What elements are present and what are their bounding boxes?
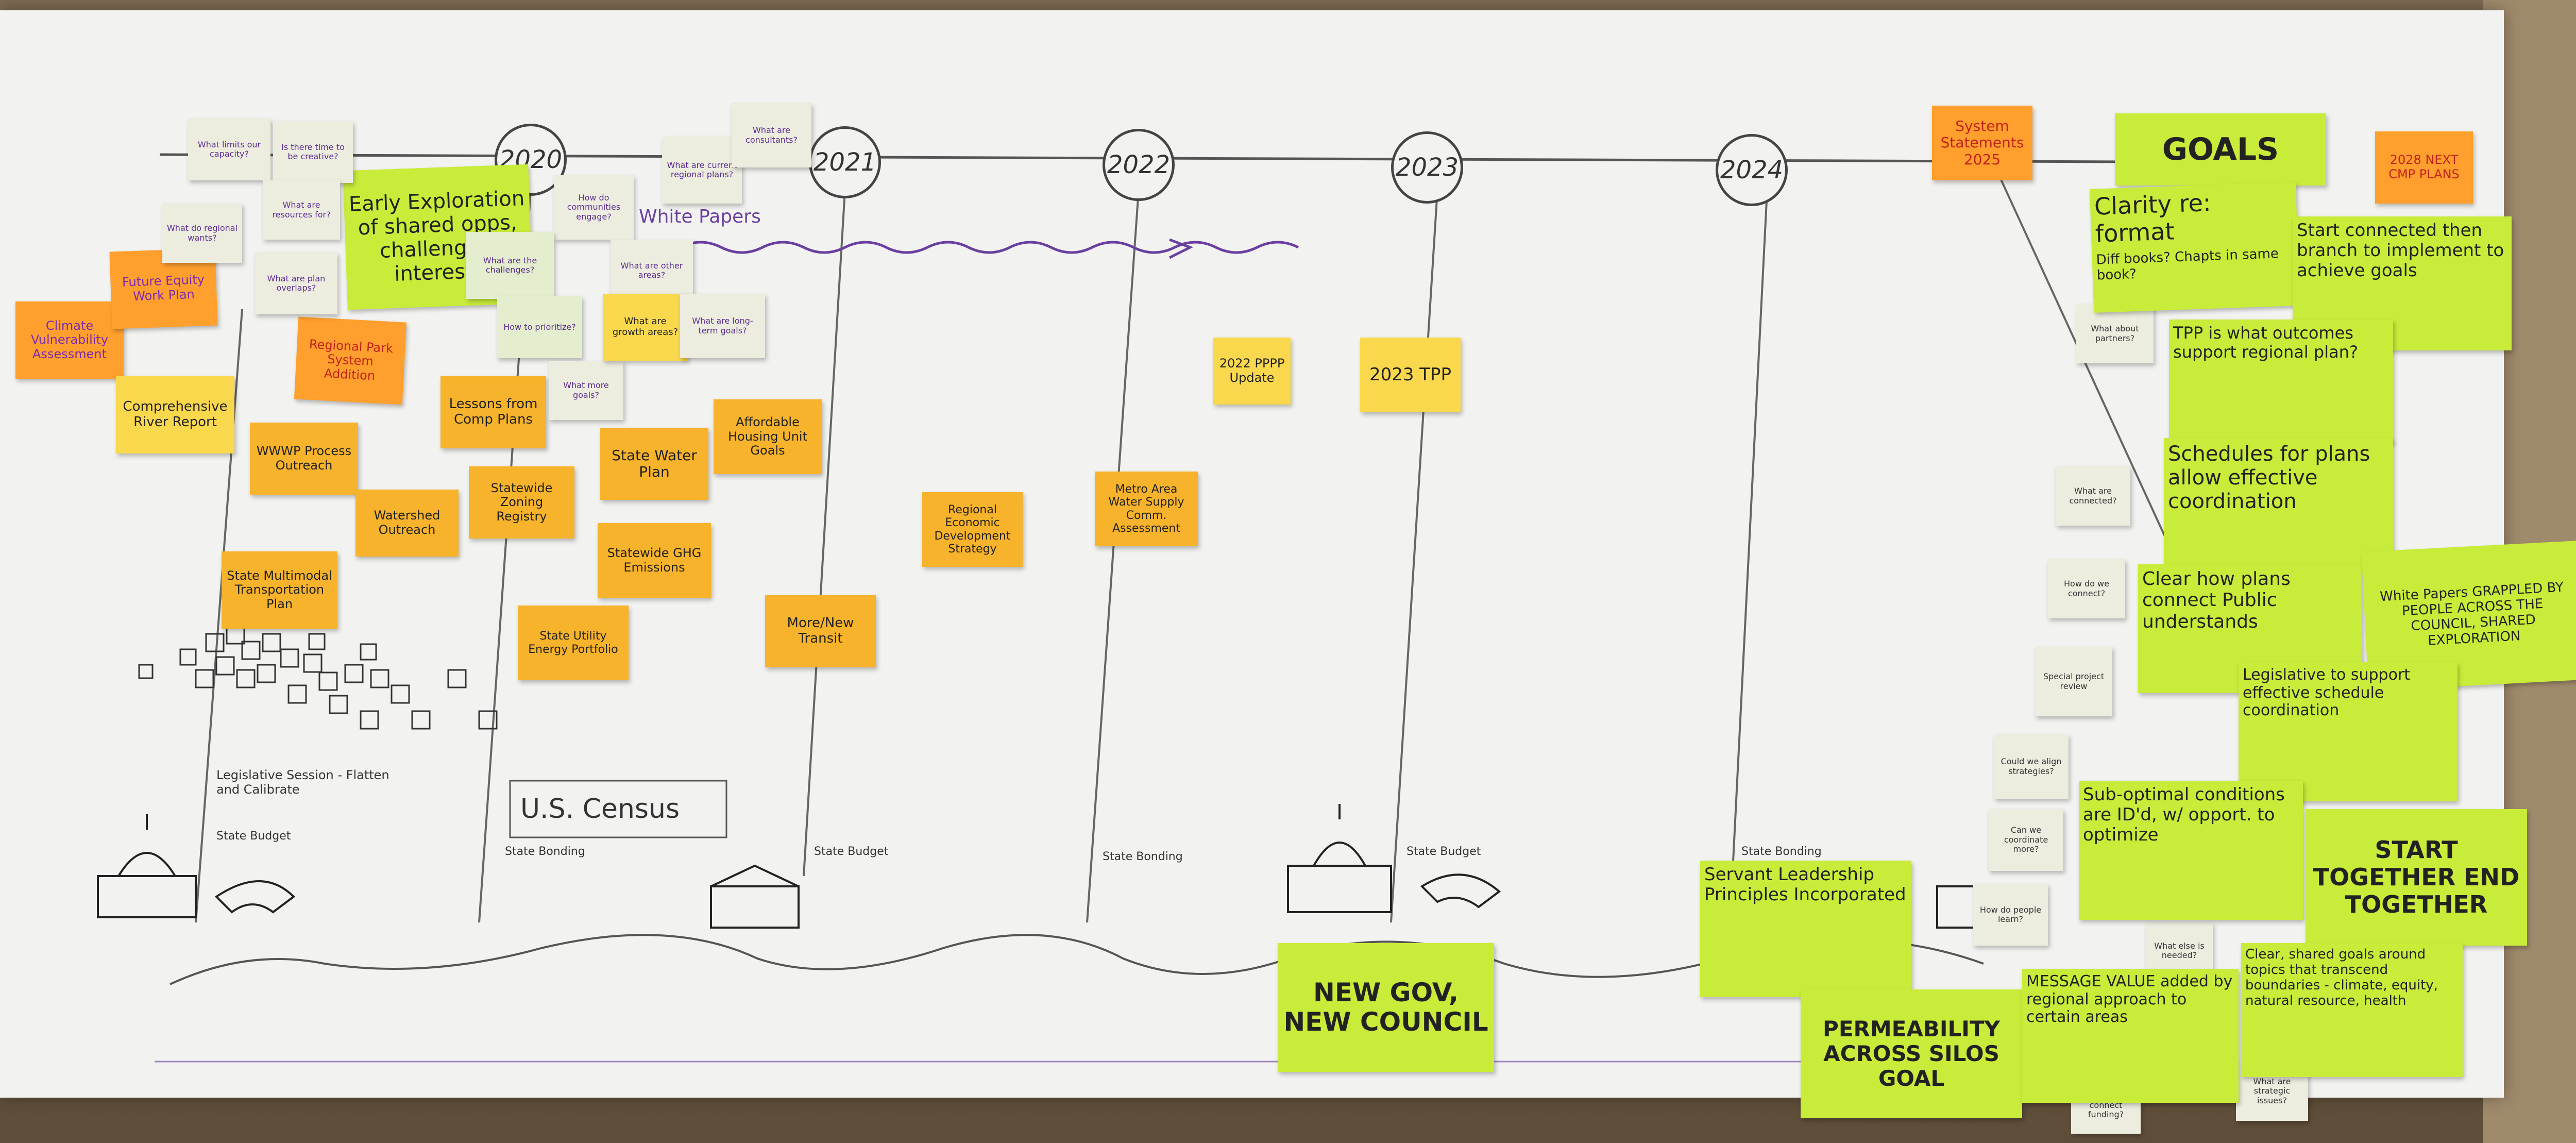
year-circle-2021: 2021	[809, 126, 881, 198]
note-tpp-2023: 2023 TPP	[1360, 338, 1461, 412]
note-tpp-is: TPP is what outcomes support regional pl…	[2169, 320, 2393, 443]
note-pppp-2022: 2022 PPPP Update	[1213, 338, 1291, 405]
note-lessons-comp: Lessons from Comp Plans	[440, 376, 546, 448]
note-clarity: Clarity re: format Diff books? Chapts in…	[2089, 182, 2300, 313]
sketch-squares	[138, 625, 498, 730]
state-bonding-label: State Bonding	[1741, 845, 1822, 858]
question-note: How to prioritize?	[497, 296, 582, 358]
clarity-text: Clarity re: format	[2094, 188, 2212, 248]
question-note: How do we connect?	[2048, 559, 2125, 618]
note-state-multimodal: State Multimodal Transportation Plan	[222, 551, 337, 629]
question-note: Can we coordinate more?	[1989, 809, 2063, 871]
note-message-value: MESSAGE VALUE added by regional approach…	[2022, 969, 2239, 1103]
arrow-head	[1168, 238, 1194, 259]
note-next-cmp: 2028 NEXT CMP PLANS	[2375, 131, 2473, 204]
question-note: What are long-term goals?	[680, 294, 765, 358]
note-more-new-transit: More/New Transit	[765, 595, 876, 667]
legislative-label: Legislative Session - Flatten and Calibr…	[216, 768, 389, 797]
wavy-arrow	[679, 241, 1299, 254]
note-regional-economic: Regional Economic Development Strategy	[922, 492, 1023, 567]
divider-line	[195, 309, 243, 923]
note-legislative-support: Legislative to support effective schedul…	[2239, 662, 2458, 801]
census-box	[509, 780, 727, 838]
ramp-sketch	[214, 873, 1501, 914]
note-system-statements: System Statements 2025	[1932, 106, 2032, 180]
question-note: What are plan overlaps?	[255, 253, 337, 314]
note-watershed-outreach: Watershed Outreach	[355, 490, 459, 557]
note-start-connected: Start connected then branch to implement…	[2293, 216, 2512, 350]
year-circle-2020: 2020	[495, 124, 567, 196]
question-note: Is there time to be creative?	[273, 121, 353, 183]
question-note: What are growth areas?	[603, 294, 688, 361]
question-note: What more goals?	[549, 361, 623, 420]
hills-line	[170, 934, 1984, 985]
note-sub-optimal: Sub-optimal conditions are ID'd, w/ oppo…	[2079, 781, 2303, 920]
question-note: What are connected?	[2056, 466, 2130, 526]
capitol-sketch	[97, 804, 2000, 929]
question-note: What are other areas?	[611, 240, 693, 301]
year-circle-2022: 2022	[1103, 129, 1175, 201]
question-note: How do communities engage?	[554, 175, 634, 240]
note-servant-leadership: Servant Leadership Principles Incorporat…	[1700, 861, 1911, 997]
note-statewide-ghg: Statewide GHG Emissions	[598, 523, 711, 598]
question-note: Special project review	[2035, 647, 2112, 716]
year-circle-2023: 2023	[1391, 131, 1463, 204]
note-climate-vulnerability: Climate Vulnerability Assessment	[15, 301, 124, 379]
divider-line	[803, 190, 846, 877]
note-wwwp-process: WWWP Process Outreach	[250, 423, 358, 495]
goals-title: GOALS	[2115, 113, 2326, 186]
note-permeability: PERMEABILITY ACROSS SILOS GOAL	[1801, 989, 2022, 1118]
state-budget-label: State Budget	[1406, 845, 1481, 858]
note-schedules: Schedules for plans allow effective coor…	[2164, 438, 2393, 567]
question-note: What do regional wants?	[162, 204, 242, 263]
divider-line	[1086, 190, 1140, 923]
note-clear-shared: Clear, shared goals around topics that t…	[2241, 943, 2463, 1077]
note-metro-water-supply: Metro Area Water Supply Comm. Assessment	[1095, 472, 1198, 546]
note-affordable-housing: Affordable Housing Unit Goals	[714, 399, 822, 474]
question-note: What are consultants?	[732, 103, 811, 167]
year-circle-2024: 2024	[1716, 134, 1788, 206]
divider-line	[1730, 190, 1768, 902]
note-statewide-zoning: Statewide Zoning Registry	[469, 466, 574, 539]
clarity-sub-text: Diff books? Chapts in same book?	[2096, 246, 2279, 283]
question-note: What are current regional plans?	[662, 137, 742, 204]
note-state-utility: State Utility Energy Portfolio	[518, 606, 629, 680]
note-new-gov: NEW GOV, NEW COUNCIL	[1278, 943, 1494, 1072]
divider-line	[1998, 175, 2175, 557]
note-state-water: State Water Plan	[600, 428, 708, 500]
question-note: Could we align strategies?	[1994, 734, 2069, 799]
note-regional-park: Regional Park System Addition	[294, 316, 407, 405]
state-bonding-label: State Bonding	[1103, 850, 1183, 863]
question-note: How do people learn?	[1973, 884, 2048, 946]
state-budget-label: State Budget	[814, 845, 889, 858]
question-note: What about partners?	[2076, 304, 2154, 363]
question-note: What are the challenges?	[466, 232, 554, 299]
state-budget-label: State Budget	[216, 830, 291, 843]
note-start-together: START TOGETHER END TOGETHER	[2306, 809, 2527, 946]
note-comprehensive-river: Comprehensive River Report	[116, 376, 234, 453]
question-note: What are resources for?	[263, 180, 340, 240]
divider-line	[1390, 190, 1438, 923]
question-note: What limits our capacity?	[188, 119, 270, 180]
state-bonding-label: State Bonding	[505, 845, 585, 858]
white-papers-label: White Papers	[639, 206, 761, 227]
us-census-label: U.S. Census	[520, 794, 680, 825]
